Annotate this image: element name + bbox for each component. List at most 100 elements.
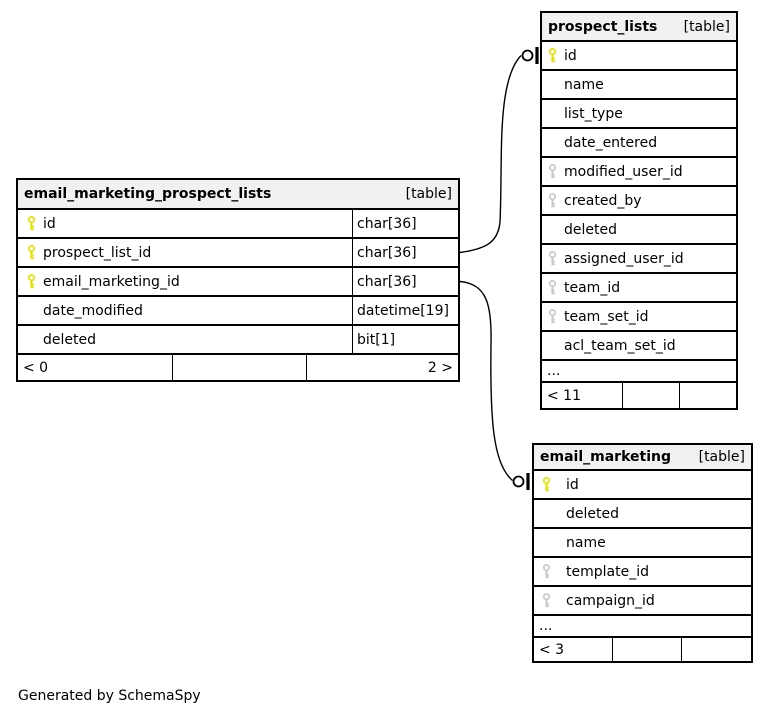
foreign-key-icon	[548, 309, 564, 324]
footer-cell	[612, 638, 681, 661]
column-name: acl_team_set_id	[564, 337, 676, 354]
edge-prospect-list-id-to-prospect-lists	[459, 47, 539, 254]
column-row-id: id	[534, 471, 751, 500]
column-name: template_id	[566, 563, 649, 580]
column-row-team_id: team_id	[542, 274, 736, 303]
table-title[interactable]: email_marketing	[540, 449, 671, 465]
column-row-date_entered: date_entered	[542, 129, 736, 158]
column-name: date_modified	[43, 302, 143, 319]
column-name-cell: team_id	[542, 274, 736, 301]
more-columns-ellipsis: ...	[534, 616, 751, 638]
column-name: name	[566, 534, 606, 551]
column-name-cell: deleted	[534, 500, 751, 527]
footer-cell: 2 >	[306, 355, 458, 380]
column-name: list_type	[564, 105, 623, 122]
column-name: date_entered	[564, 134, 658, 151]
column-name-cell: id	[18, 210, 352, 237]
table-tag: [table]	[405, 186, 452, 202]
column-type: char[36]	[352, 239, 458, 266]
column-name: email_marketing_id	[43, 273, 180, 290]
edge-email-marketing-id-to-email-marketing	[459, 280, 530, 490]
primary-key-icon	[27, 274, 43, 289]
footer-cell	[172, 355, 306, 380]
table-email-marketing: email_marketing [table] id deleted name tem…	[532, 443, 753, 663]
foreign-key-icon	[548, 251, 564, 266]
column-row-assigned_user_id: assigned_user_id	[542, 245, 736, 274]
primary-key-icon	[27, 216, 43, 231]
column-row-date_modified: date_modified datetime[19]	[18, 297, 458, 326]
table-body: id name list_type date_entered modified_user…	[542, 42, 736, 408]
column-name: deleted	[43, 331, 96, 348]
foreign-key-icon	[542, 593, 566, 608]
table-header[interactable]: email_marketing_prospect_lists [table]	[18, 180, 458, 210]
table-email-marketing-prospect-lists: email_marketing_prospect_lists [table] i…	[16, 178, 460, 382]
column-row-created_by: created_by	[542, 187, 736, 216]
column-name-cell: list_type	[542, 100, 736, 127]
primary-key-icon	[548, 48, 564, 63]
footer-cell: < 3	[539, 641, 565, 658]
table-footer: < 3	[534, 638, 751, 661]
primary-key-icon	[27, 245, 43, 260]
foreign-key-icon	[542, 564, 566, 579]
footer-cell	[681, 638, 751, 661]
column-name-cell: name	[542, 71, 736, 98]
column-name: id	[43, 215, 56, 232]
table-header[interactable]: prospect_lists [table]	[542, 13, 736, 42]
table-footer: < 0 2 >	[18, 355, 458, 380]
column-row-modified_user_id: modified_user_id	[542, 158, 736, 187]
column-name: name	[564, 76, 604, 93]
primary-key-icon	[542, 477, 566, 492]
column-name-cell: email_marketing_id	[18, 268, 352, 295]
generator-note: Generated by SchemaSpy	[18, 688, 201, 704]
column-row-deleted: deleted	[534, 500, 751, 529]
column-row-team_set_id: team_set_id	[542, 303, 736, 332]
column-name-cell: created_by	[542, 187, 736, 214]
column-name-cell: date_modified	[18, 297, 352, 324]
column-type: bit[1]	[352, 326, 458, 353]
table-title[interactable]: email_marketing_prospect_lists	[24, 186, 272, 202]
table-tag: [table]	[683, 18, 730, 35]
table-tag: [table]	[698, 449, 745, 465]
column-row-id: id	[542, 42, 736, 71]
column-row-list_type: list_type	[542, 100, 736, 129]
foreign-key-icon	[548, 193, 564, 208]
table-header[interactable]: email_marketing [table]	[534, 445, 751, 471]
column-name-cell: template_id	[534, 558, 751, 585]
column-type: datetime[19]	[352, 297, 458, 324]
column-name-cell: id	[542, 42, 736, 69]
footer-cell	[679, 383, 736, 408]
column-row-deleted: deleted bit[1]	[18, 326, 458, 355]
footer-cell: < 11	[547, 387, 581, 404]
column-name: id	[564, 47, 577, 64]
column-name-cell: prospect_list_id	[18, 239, 352, 266]
foreign-key-icon	[548, 280, 564, 295]
column-name: deleted	[566, 505, 619, 522]
column-row-acl_team_set_id: acl_team_set_id	[542, 332, 736, 361]
column-name-cell: date_entered	[542, 129, 736, 156]
column-row-email_marketing_id: email_marketing_id char[36]	[18, 268, 458, 297]
column-name: campaign_id	[566, 592, 655, 609]
column-name: id	[566, 476, 579, 493]
footer-cell: < 0	[23, 359, 49, 376]
column-row-template_id: template_id	[534, 558, 751, 587]
table-body: id deleted name template_id campaign_id... < …	[534, 471, 751, 661]
column-name-cell: assigned_user_id	[542, 245, 736, 272]
column-name: deleted	[564, 221, 617, 238]
column-name-cell: deleted	[542, 216, 736, 243]
column-name-cell: name	[534, 529, 751, 556]
column-name: assigned_user_id	[564, 250, 684, 267]
column-name: created_by	[564, 192, 642, 209]
column-name-cell: modified_user_id	[542, 158, 736, 185]
column-row-campaign_id: campaign_id	[534, 587, 751, 616]
column-name-cell: team_set_id	[542, 303, 736, 330]
column-type: char[36]	[352, 268, 458, 295]
column-name: prospect_list_id	[43, 244, 152, 261]
foreign-key-icon	[548, 164, 564, 179]
column-row-name: name	[542, 71, 736, 100]
table-title[interactable]: prospect_lists	[548, 18, 658, 35]
column-name: team_set_id	[564, 308, 649, 325]
table-footer: < 11	[542, 383, 736, 408]
